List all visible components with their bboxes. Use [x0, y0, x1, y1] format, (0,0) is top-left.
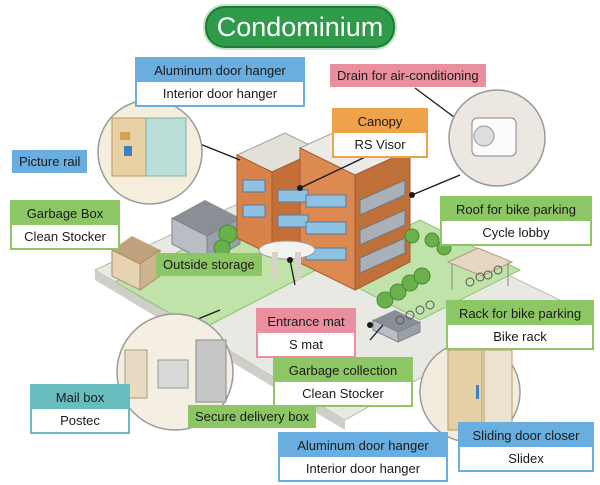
label-product: Cycle lobby — [442, 221, 590, 244]
label-aluminum-door-hanger-top: Aluminum door hanger Interior door hange… — [135, 57, 305, 107]
page-title: Condominium — [205, 6, 395, 48]
inset-mailbox — [116, 313, 234, 431]
label-drain-air-conditioning: Drain for air-conditioning — [330, 64, 486, 87]
label-heading: Entrance mat — [258, 310, 354, 333]
label-sliding-door-closer: Sliding door closer Slidex — [458, 422, 594, 472]
inset-sliding-door — [419, 341, 521, 443]
label-heading: Canopy — [334, 110, 426, 133]
label-heading: Rack for bike parking — [448, 302, 592, 325]
label-garbage-box: Garbage Box Clean Stocker — [10, 200, 120, 250]
bike-parking-roof — [446, 247, 514, 290]
label-heading: Mail box — [32, 386, 128, 409]
label-product: RS Visor — [334, 133, 426, 156]
inset-ac-unit — [448, 89, 546, 187]
label-heading: Roof for bike parking — [442, 198, 590, 221]
label-product: Postec — [32, 409, 128, 432]
label-rack-bike-parking: Rack for bike parking Bike rack — [446, 300, 594, 350]
garbage-box-house — [111, 236, 161, 291]
label-heading: Sliding door closer — [460, 424, 592, 447]
label-garbage-collection: Garbage collection Clean Stocker — [273, 357, 413, 407]
label-product: Interior door hanger — [280, 457, 446, 480]
callout-dots — [287, 185, 415, 328]
label-heading: Garbage collection — [275, 359, 411, 382]
label-roof-bike-parking: Roof for bike parking Cycle lobby — [440, 196, 592, 246]
label-picture-rail: Picture rail — [12, 150, 88, 173]
label-secure-delivery-box: Secure delivery box — [188, 405, 317, 428]
label-entrance-mat: Entrance mat S mat — [256, 308, 356, 358]
inset-interior-top — [97, 99, 203, 205]
label-heading: Garbage Box — [12, 202, 118, 225]
bikes — [395, 265, 503, 325]
label-heading: Aluminum door hanger — [280, 434, 446, 457]
label-mail-box: Mail box Postec — [30, 384, 130, 434]
label-heading: Aluminum door hanger — [137, 59, 303, 82]
label-canopy: Canopy RS Visor — [332, 108, 428, 158]
label-outside-storage: Outside storage — [156, 253, 262, 276]
label-product: S mat — [258, 333, 354, 356]
label-product: Interior door hanger — [137, 82, 303, 105]
label-product: Clean Stocker — [275, 382, 411, 405]
label-product: Bike rack — [448, 325, 592, 348]
label-product: Clean Stocker — [12, 225, 118, 248]
label-aluminum-door-hanger-bottom: Aluminum door hanger Interior door hange… — [278, 432, 448, 482]
label-product: Slidex — [460, 447, 592, 470]
